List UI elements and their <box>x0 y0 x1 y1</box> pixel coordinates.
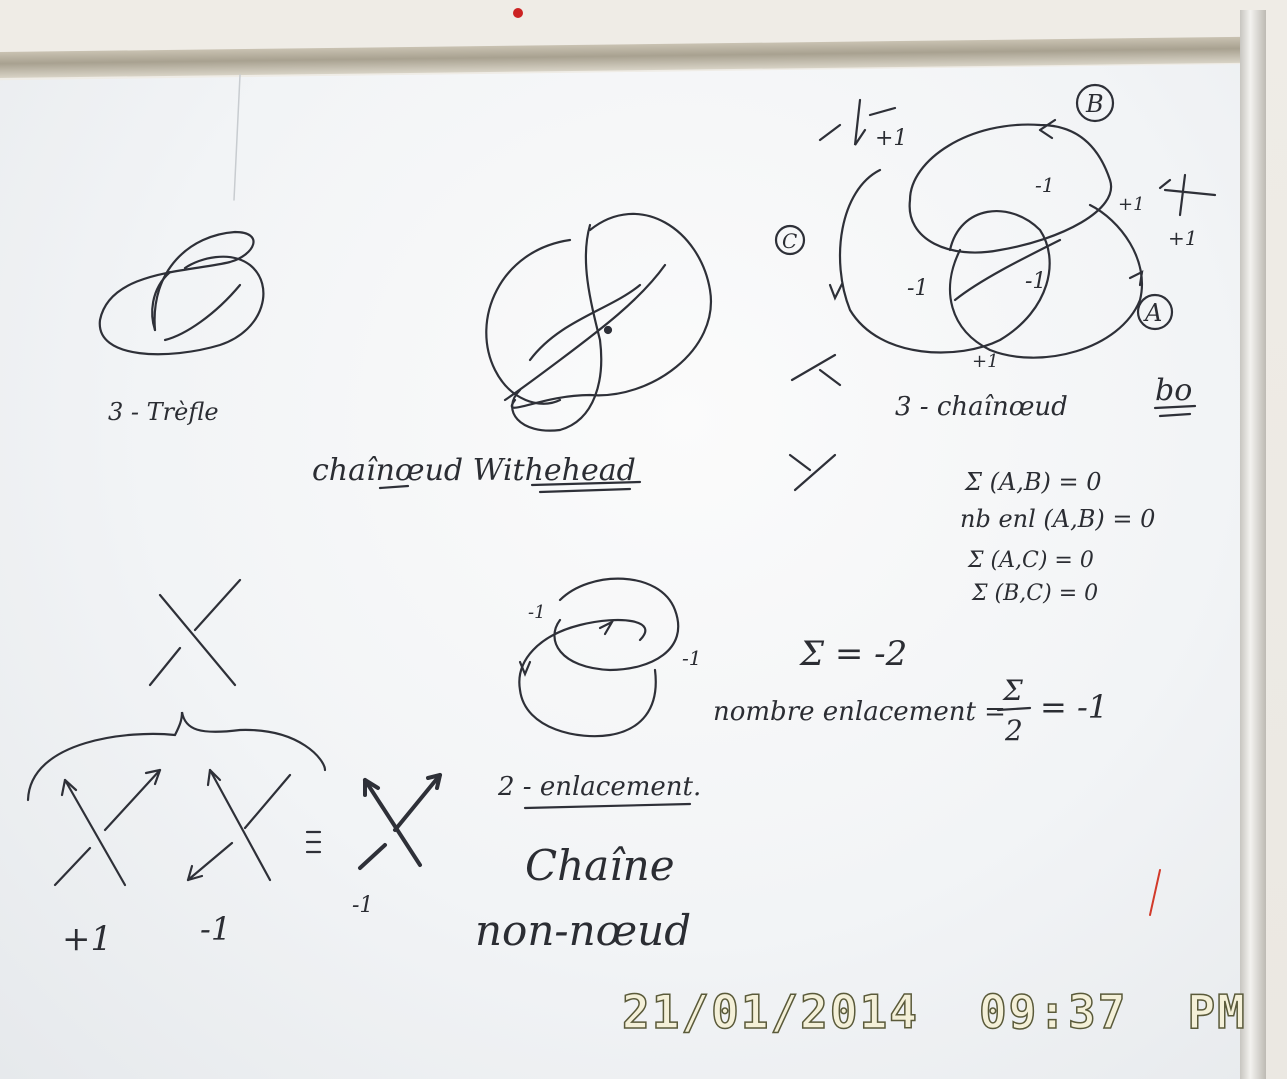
timestamp-ampm: PM <box>1187 984 1247 1040</box>
bo-label: bo <box>1155 373 1192 408</box>
svg-text:+1: +1 <box>1168 226 1197 250</box>
svg-text:A: A <box>1143 299 1162 327</box>
fraction-result: = -1 <box>1040 688 1108 726</box>
fraction-bar <box>996 706 1032 712</box>
crossing-drawing <box>148 578 242 687</box>
svg-text:B: B <box>1085 90 1104 118</box>
trefoil-label: 3 - Trèfle <box>108 398 219 426</box>
hopf-link-drawing <box>518 577 680 738</box>
hopf-sign-top: -1 <box>528 602 546 623</box>
svg-text:-1: -1 <box>1025 269 1046 294</box>
whitehead-underline <box>378 480 642 494</box>
photo-timestamp: 21/01/2014 09:37 PM <box>621 984 1247 1040</box>
svg-text:Σ (A,B) = 0: Σ (A,B) = 0 <box>964 468 1102 496</box>
negative-crossing-drawing <box>186 768 292 882</box>
three-link-label: 3 - chaînœud <box>895 392 1068 422</box>
smudge-line <box>233 74 241 201</box>
positive-crossing-drawing <box>53 768 162 887</box>
whiteboard-frame-right <box>1240 10 1266 1079</box>
trefoil-knot-drawing <box>98 230 265 356</box>
whitehead-label: chaînœud Withehead <box>312 453 636 488</box>
negative-sign-label: -1 <box>200 910 231 948</box>
two-link-label: 2 - enlacement. <box>497 772 701 802</box>
svg-text:+1: +1 <box>1118 194 1145 215</box>
chaine-label: Chaîne <box>525 841 675 890</box>
hopf-sign-right: -1 <box>682 646 701 670</box>
timestamp-time: 09:37 <box>978 984 1128 1040</box>
svg-text:-1: -1 <box>907 276 928 301</box>
svg-text:-1: -1 <box>1035 173 1054 197</box>
red-mark <box>1149 869 1161 916</box>
three-link-component-labels: B C A <box>774 83 1174 331</box>
red-magnet <box>513 8 523 18</box>
two-link-underline <box>523 802 692 810</box>
timestamp-date: 21/01/2014 <box>621 984 919 1040</box>
crossing-sign-sketches <box>788 98 1217 492</box>
three-component-link-drawing <box>828 118 1144 359</box>
linking-equations: Σ (A,B) = 0 nb enl (A,B) = 0 Σ (A,C) = 0… <box>960 468 1155 606</box>
equivalence-sign <box>305 830 322 854</box>
svg-text:+1: +1 <box>875 126 907 151</box>
svg-text:Σ (B,C) = 0: Σ (B,C) = 0 <box>971 581 1098 606</box>
bold-crossing-sign: -1 <box>352 893 373 918</box>
brace <box>26 711 327 802</box>
svg-text:+1: +1 <box>972 351 999 372</box>
positive-sign-label: +1 <box>62 919 112 959</box>
whiteboard <box>0 64 1244 1079</box>
linking-number-label: nombre enlacement = <box>713 697 1006 727</box>
three-link-crossing-signs: -1 +1 -1 -1 +1 +1 +1 <box>875 126 1197 372</box>
sigma-total: Σ = -2 <box>798 634 907 674</box>
fraction-denominator: 2 <box>1004 714 1023 747</box>
bold-crossing-drawing <box>358 773 442 870</box>
svg-text:C: C <box>782 229 797 253</box>
svg-text:Σ (A,C) = 0: Σ (A,C) = 0 <box>967 548 1094 573</box>
fraction-numerator: Σ <box>1002 674 1023 707</box>
bo-underline <box>1153 404 1197 418</box>
svg-text:nb enl (A,B) = 0: nb enl (A,B) = 0 <box>960 505 1155 533</box>
whitehead-link-drawing <box>485 212 713 432</box>
non-noeud-label: non-nœud <box>475 906 691 955</box>
